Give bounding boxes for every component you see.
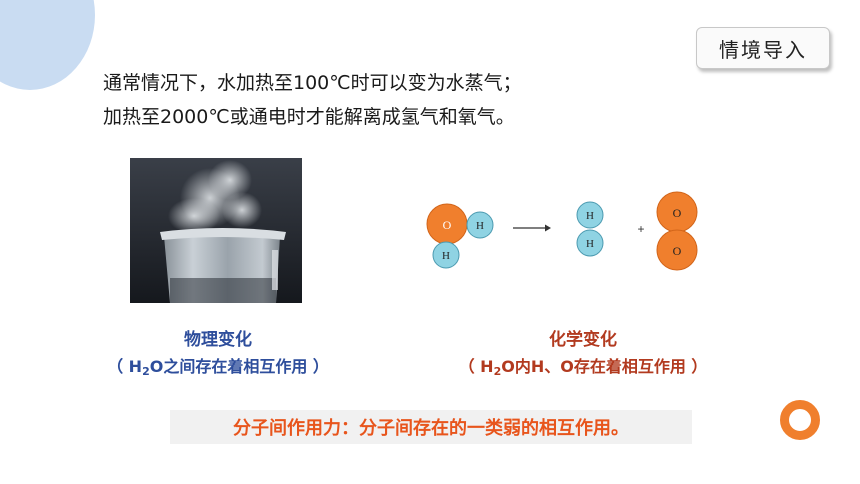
water-molecule: O H H	[426, 203, 494, 269]
oxygen-label: O	[673, 206, 682, 220]
oxygen-molecule: O O	[656, 191, 698, 271]
physical-change-note: （ H2O之间存在着相互作用 ）	[107, 357, 329, 378]
hydrogen-atom	[432, 241, 460, 269]
intro-text: 通常情况下，水加热至100℃时可以变为水蒸气； 加热至2000℃或通电时才能解离…	[103, 66, 522, 134]
decorative-ring	[780, 400, 820, 440]
definition-highlight: 分子间作用力：分子间存在的一类弱的相互作用。	[170, 410, 692, 444]
chemical-change-note: （ H2O内H、O存在着相互作用 ）	[458, 357, 708, 378]
hydrogen-label: H	[586, 238, 594, 250]
definition-text: 分子间作用力：分子间存在的一类弱的相互作用。	[233, 418, 629, 439]
oxygen-label: O	[443, 218, 452, 232]
hydrogen-label: H	[442, 250, 450, 262]
hydrogen-molecule: H H	[576, 201, 604, 257]
section-tag: 情境导入	[696, 27, 830, 69]
hydrogen-label: H	[476, 220, 484, 232]
hydrogen-atom	[576, 201, 604, 229]
chemical-change-caption: 化学变化 （ H2O内H、O存在着相互作用 ）	[405, 327, 761, 386]
chemical-change-title: 化学变化	[549, 330, 617, 350]
physical-change-title: 物理变化	[184, 330, 252, 350]
intro-line-2: 加热至2000℃或通电时才能解离成氢气和氧气。	[103, 106, 515, 128]
oxygen-atom	[656, 229, 698, 271]
oxygen-label: O	[673, 244, 682, 258]
reaction-arrow	[513, 224, 551, 232]
hydrogen-label: H	[586, 210, 594, 222]
hydrogen-atom	[576, 229, 604, 257]
hydrogen-atom	[466, 211, 494, 239]
beaker-steam-photo	[130, 158, 302, 303]
decorative-circle	[0, 0, 95, 90]
water-decomposition-diagram: O H H H H + O O	[426, 191, 698, 271]
plus-sign: +	[637, 222, 644, 236]
intro-line-1: 通常情况下，水加热至100℃时可以变为水蒸气；	[103, 72, 522, 94]
section-tag-label: 情境导入	[719, 37, 807, 62]
physical-change-caption: 物理变化 （ H2O之间存在着相互作用 ）	[60, 327, 376, 386]
